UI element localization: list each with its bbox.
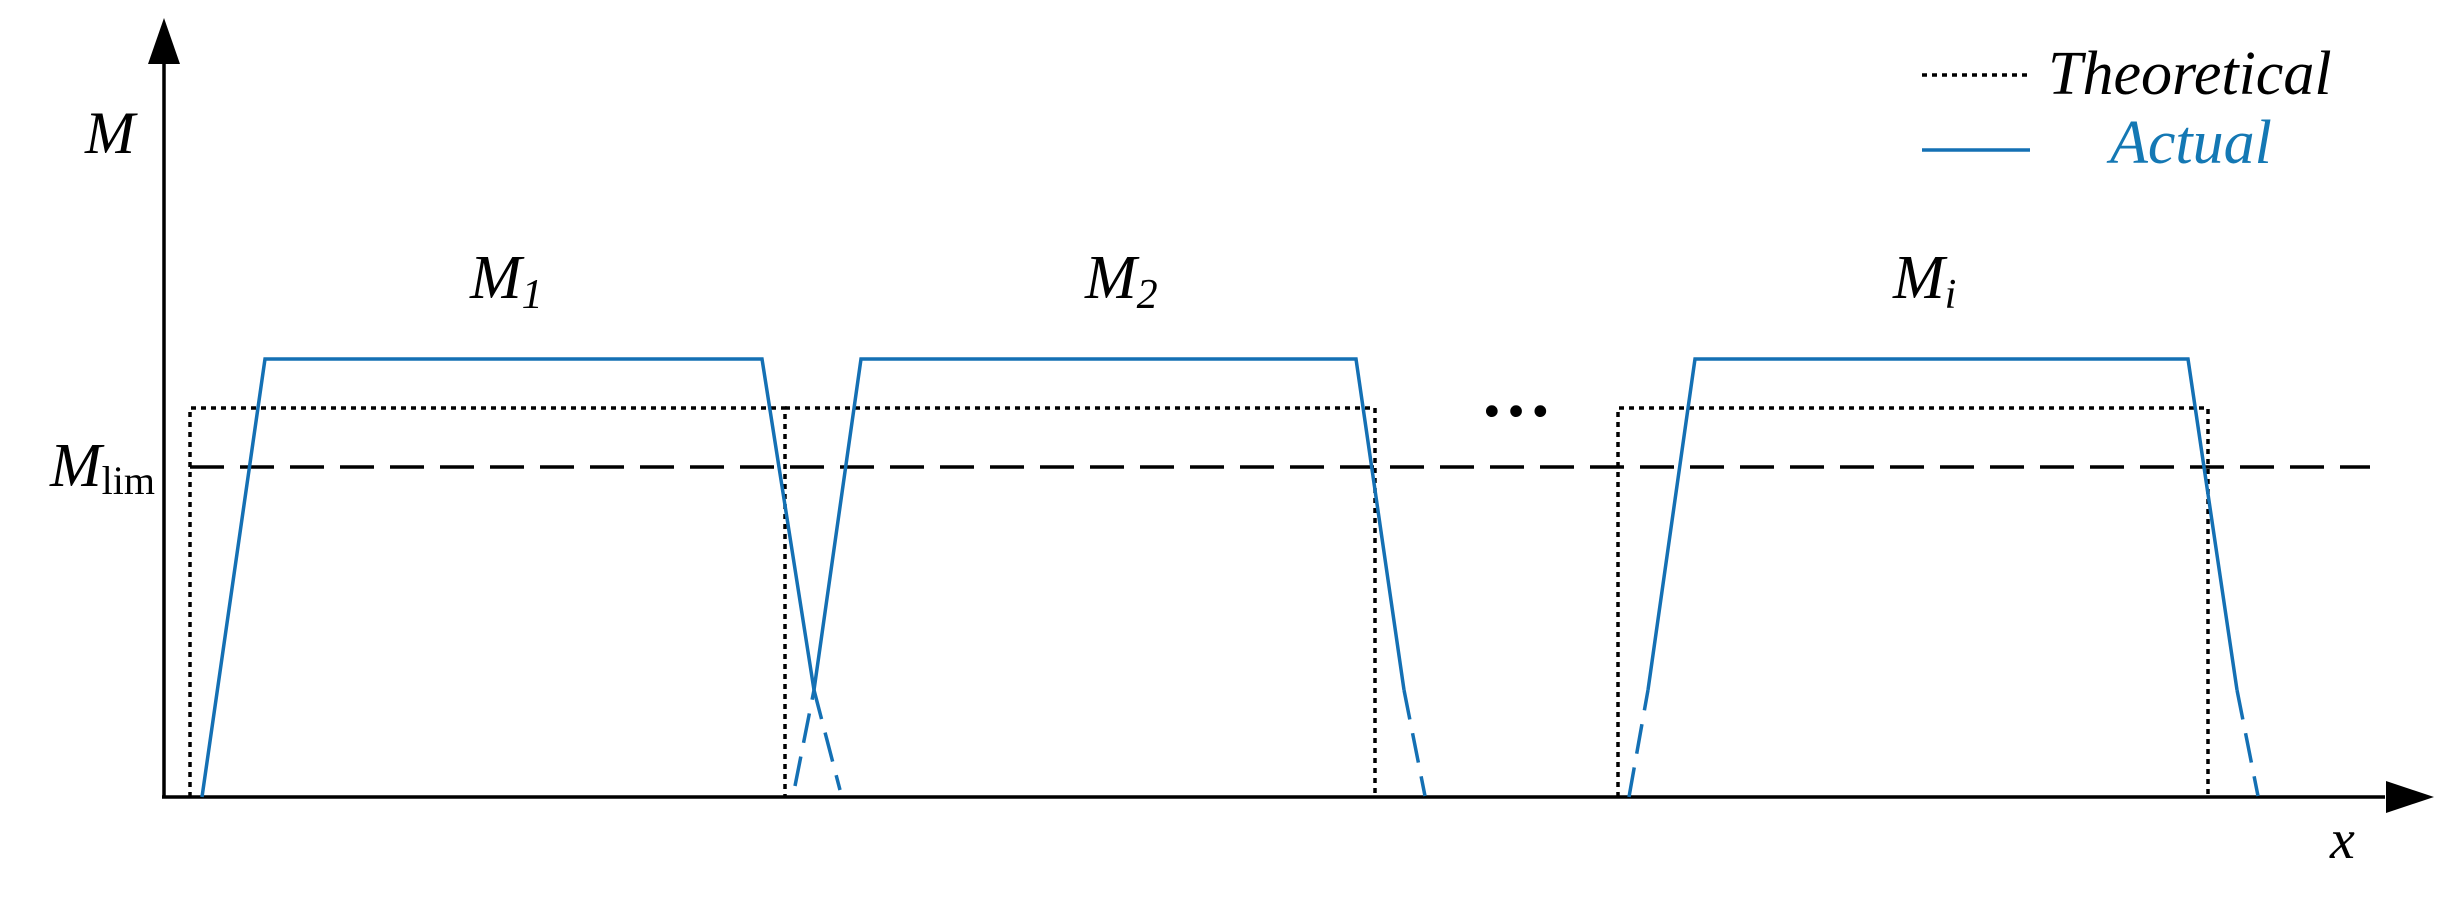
actual-segment-1 — [200, 357, 816, 798]
axes — [148, 18, 2434, 813]
legend-theoretical-label: Theoretical — [2048, 40, 2332, 108]
actual-segment-2 — [812, 357, 1406, 691]
actual-segment-2-dashed-tail — [1402, 689, 1427, 797]
segment-label-i: Mi — [1892, 244, 1956, 318]
segment-label-1: M1 — [469, 244, 543, 318]
legend: Theoretical Actual — [1922, 40, 2332, 177]
actual-segment-i — [1646, 357, 2239, 691]
actual-segment-i-dashed-lead — [1627, 689, 1650, 798]
ellipsis: … — [1480, 352, 1552, 432]
actual-segment-1-dashed-tail — [812, 689, 842, 791]
actual-segment-i-dashed-tail — [2235, 689, 2260, 797]
m-lim-sub: lim — [102, 458, 155, 503]
y-axis-arrow — [148, 18, 180, 64]
x-axis-arrow — [2386, 781, 2434, 813]
y-axis-label: M — [84, 100, 138, 166]
legend-actual-label: Actual — [2106, 109, 2272, 177]
x-axis-label: x — [2329, 809, 2355, 871]
actual-profiles — [200, 357, 2260, 798]
theoretical-segment-2 — [785, 406, 1377, 797]
m-lim-label: Mlim — [49, 432, 155, 503]
actual-segment-2-dashed-lead — [793, 689, 816, 787]
theoretical-profiles — [188, 406, 2210, 797]
theoretical-segment-1 — [188, 406, 787, 797]
theoretical-segment-i — [1616, 406, 2210, 797]
m-lim-main: M — [49, 432, 105, 500]
segment-label-2: M2 — [1084, 244, 1158, 318]
